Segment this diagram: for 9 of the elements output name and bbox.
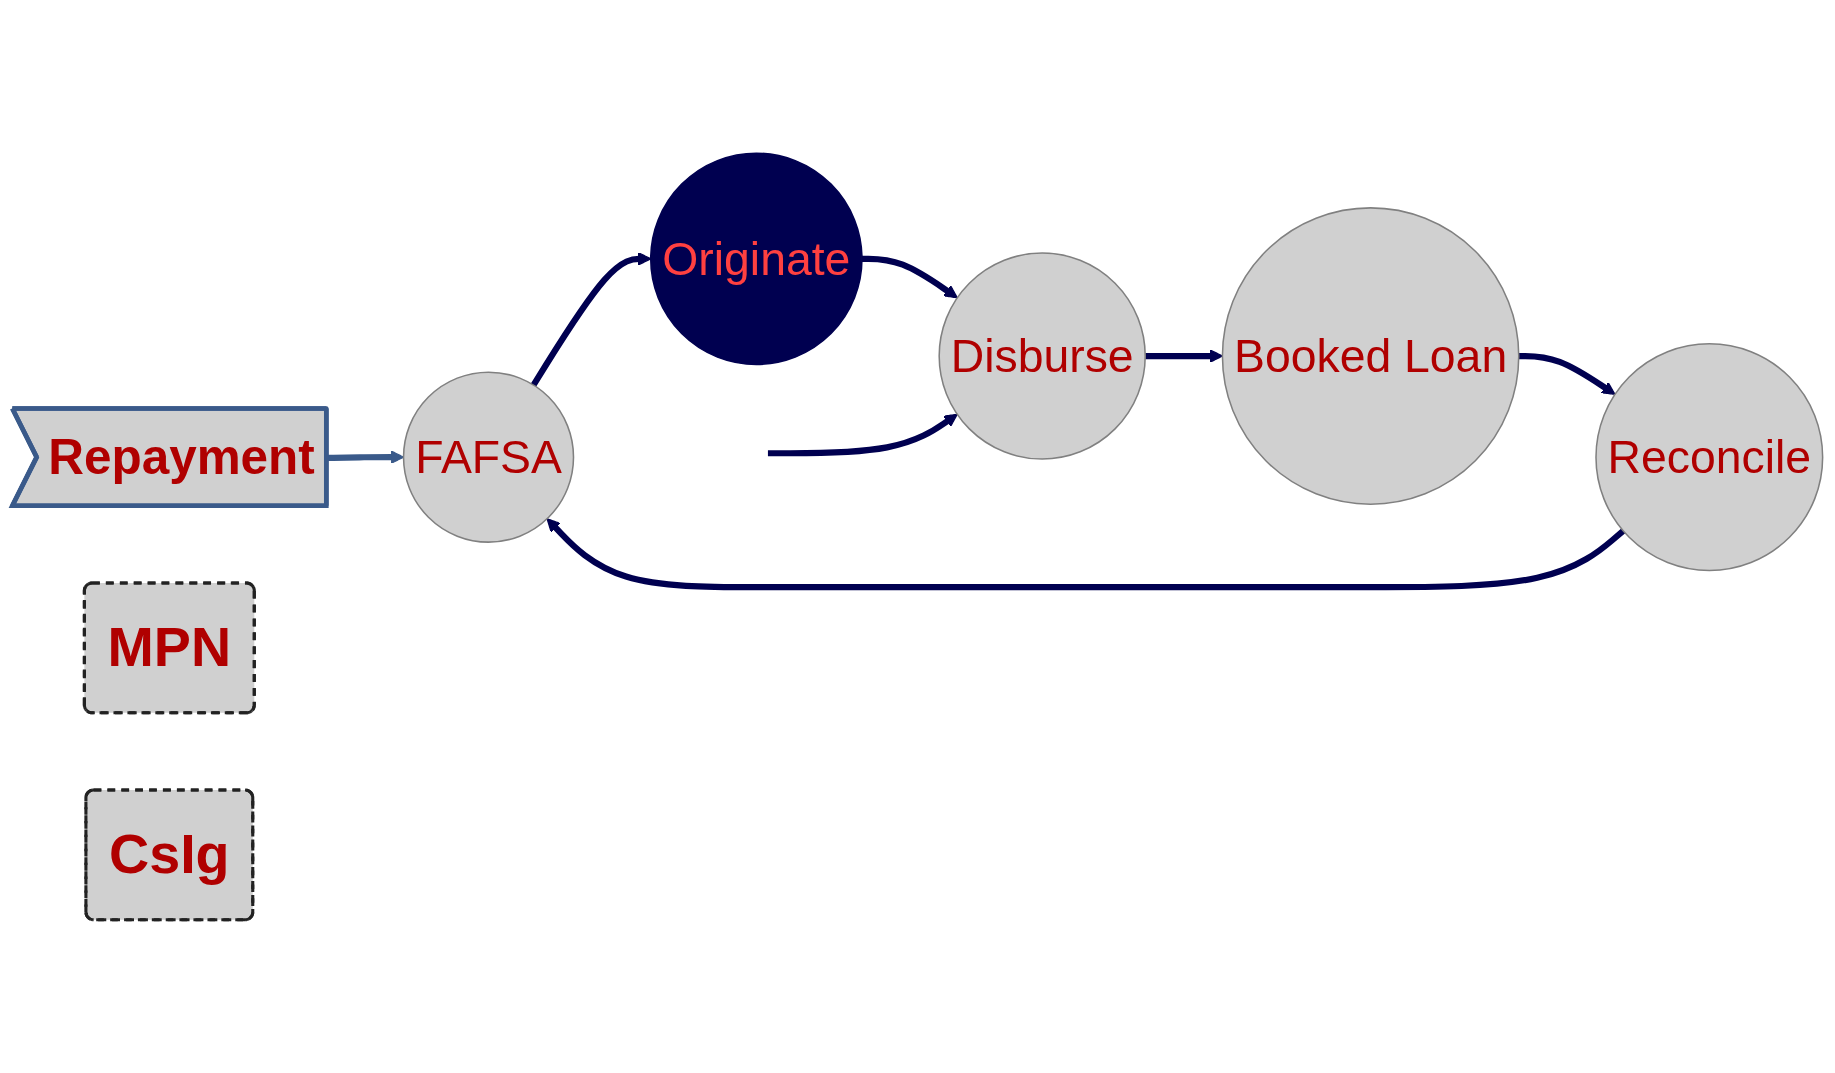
arrow bbox=[1518, 352, 1616, 395]
node-circle: Originate bbox=[649, 152, 863, 366]
node-circle: FAFSA bbox=[402, 371, 575, 543]
node-circle: Reconcile bbox=[1595, 343, 1824, 572]
arrow bbox=[861, 255, 958, 299]
node-circle: Disburse bbox=[938, 252, 1146, 460]
node-circle: Booked Loan bbox=[1221, 207, 1520, 505]
arrow bbox=[546, 518, 1626, 591]
arrow bbox=[767, 413, 958, 457]
